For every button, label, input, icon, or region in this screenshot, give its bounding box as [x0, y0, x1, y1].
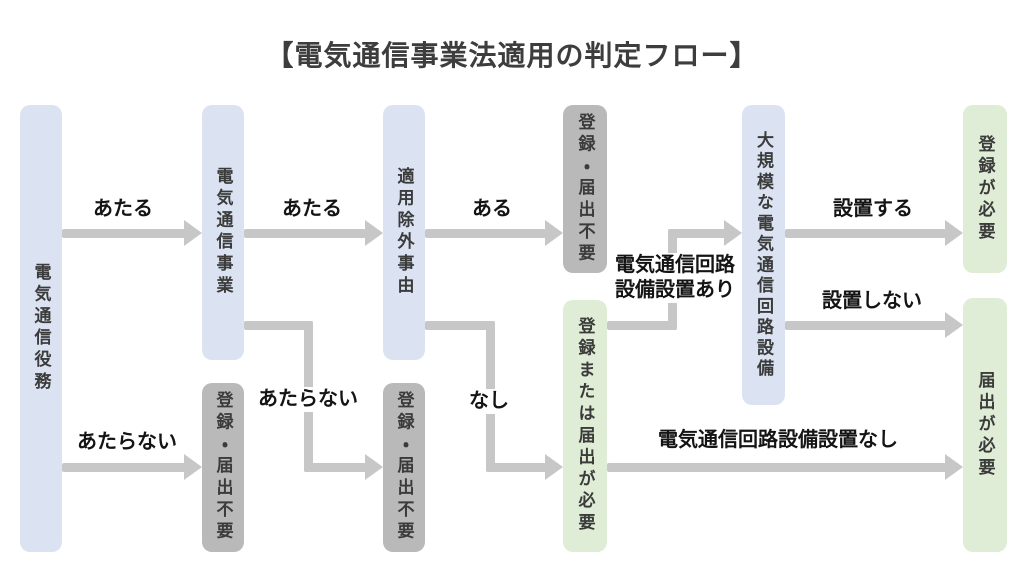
page-title: 【電気通信事業法適用の判定フロー】 — [265, 40, 759, 71]
node-telecom-business: 電気通信事業 — [202, 105, 244, 360]
edge-label-applies-2: あたる — [282, 198, 342, 220]
node-registration-or-notification-required-label: 登録または届出が必要 — [575, 317, 595, 535]
arrow-required-to-notification-shaft — [607, 463, 946, 472]
node-registration-or-notification-required: 登録または届出が必要 — [563, 300, 607, 552]
node-telecom-business-label: 電気通信事業 — [213, 167, 233, 298]
arrow-largescale-to-notification-head — [945, 312, 963, 338]
edge-label-none: なし — [464, 389, 514, 414]
arrow-largescale-to-notification-shaft — [785, 321, 946, 330]
arrow-service-to-noreg-head — [184, 454, 202, 480]
node-no-registration-3-label: 登録・届出不要 — [575, 112, 595, 266]
node-no-registration-1-label: 登録・届出不要 — [213, 391, 233, 544]
elbow-business-to-noreg-top — [244, 321, 313, 330]
arrow-exemption-to-noreg-head — [545, 220, 563, 246]
elbow-required-to-largescale-bottom — [607, 321, 677, 330]
edge-label-not-applies-1: あたらない — [77, 431, 177, 453]
node-telecom-service: 電気通信役務 — [20, 105, 62, 552]
arrow-service-to-noreg-shaft — [62, 463, 186, 472]
elbow-exemption-to-required-top — [425, 321, 495, 330]
edge-label-applies-1: あたる — [93, 198, 153, 220]
elbow-exemption-to-required-head — [545, 454, 563, 480]
edge-label-exists: ある — [472, 198, 512, 220]
arrow-business-to-exemption-shaft — [244, 229, 366, 238]
node-telecom-service-label: 電気通信役務 — [31, 263, 51, 394]
arrow-service-to-business-head — [184, 220, 202, 246]
arrow-required-to-notification-head — [945, 454, 963, 480]
edge-label-not-applies-2: あたらない — [253, 387, 363, 412]
elbow-business-to-noreg-bottom — [304, 463, 366, 472]
elbow-business-to-noreg-head — [365, 454, 383, 480]
node-no-registration-2-label: 登録・届出不要 — [394, 391, 414, 544]
node-registration-required-label: 登録が必要 — [975, 134, 995, 244]
elbow-required-to-largescale-top — [668, 229, 725, 238]
node-no-registration-1: 登録・届出不要 — [202, 383, 244, 552]
node-large-scale-circuit-facility-label: 大規模な電気通信回路設備 — [754, 130, 773, 380]
node-notification-required: 届出が必要 — [963, 298, 1007, 552]
edge-label-circuit-facility-installed: 電気通信回路 設備設置あり — [610, 253, 740, 303]
edge-label-install: 設置する — [833, 198, 913, 220]
arrow-largescale-to-registration-shaft — [785, 229, 946, 238]
arrow-business-to-exemption-head — [365, 220, 383, 246]
node-no-registration-2: 登録・届出不要 — [383, 383, 425, 552]
arrow-service-to-business-shaft — [62, 229, 186, 238]
node-registration-required: 登録が必要 — [963, 105, 1007, 273]
edge-label-circuit-facility-not-installed: 電気通信回路設備設置なし — [658, 429, 898, 451]
arrow-exemption-to-noreg-shaft — [425, 229, 546, 238]
arrow-largescale-to-registration-head — [945, 220, 963, 246]
edge-label-not-install: 設置しない — [822, 290, 922, 312]
node-large-scale-circuit-facility: 大規模な電気通信回路設備 — [742, 105, 785, 405]
node-exemption-reason-label: 適用除外事由 — [394, 167, 414, 298]
node-no-registration-3: 登録・届出不要 — [563, 105, 607, 273]
elbow-exemption-to-required-bottom — [486, 463, 546, 472]
node-notification-required-label: 届出が必要 — [975, 370, 995, 480]
node-exemption-reason: 適用除外事由 — [383, 105, 425, 360]
elbow-required-to-largescale-head — [724, 220, 742, 246]
